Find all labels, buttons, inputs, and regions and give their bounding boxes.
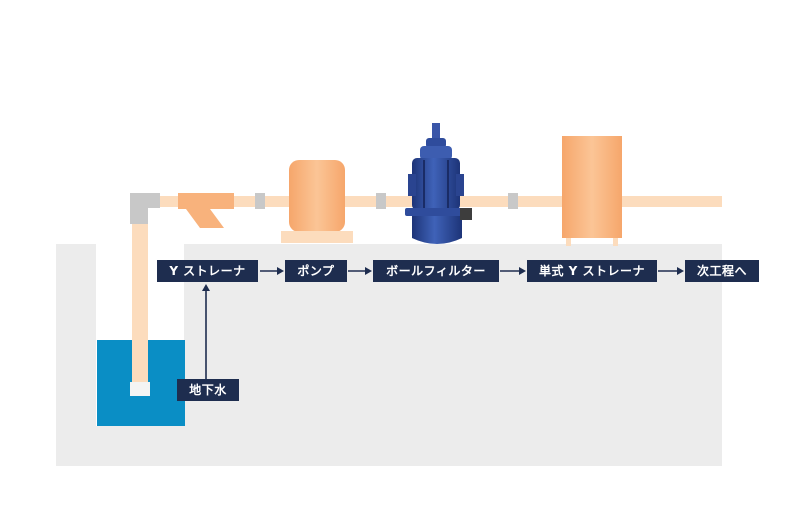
y-strainer-equipment [178,193,234,228]
pipe-flange [255,193,265,209]
arrow-right-icon [658,267,684,275]
label-groundwater: 地下水 [177,379,239,401]
pipe-flange [376,193,386,209]
label-next-process: 次工程へ [685,260,759,282]
pump-equipment [281,160,353,243]
ball-filter-equipment [405,123,472,244]
arrow-right-icon [348,267,372,275]
label-simplex-y-strainer: 単式 Y ストレーナ [527,260,657,282]
arrow-right-icon [260,267,284,275]
label-y-strainer: Y ストレーナ [157,260,258,282]
arrow-right-icon [500,267,526,275]
label-ball-filter: ボールフィルター [373,260,499,282]
arrow-up-icon [202,284,210,383]
foot-valve [130,382,150,396]
pipe-flange [508,193,518,209]
suction-pipe [132,213,148,385]
simplex-y-strainer-equipment [562,136,622,246]
label-pump: ポンプ [285,260,347,282]
elbow-fitting [130,193,160,224]
ground-area [56,244,722,466]
